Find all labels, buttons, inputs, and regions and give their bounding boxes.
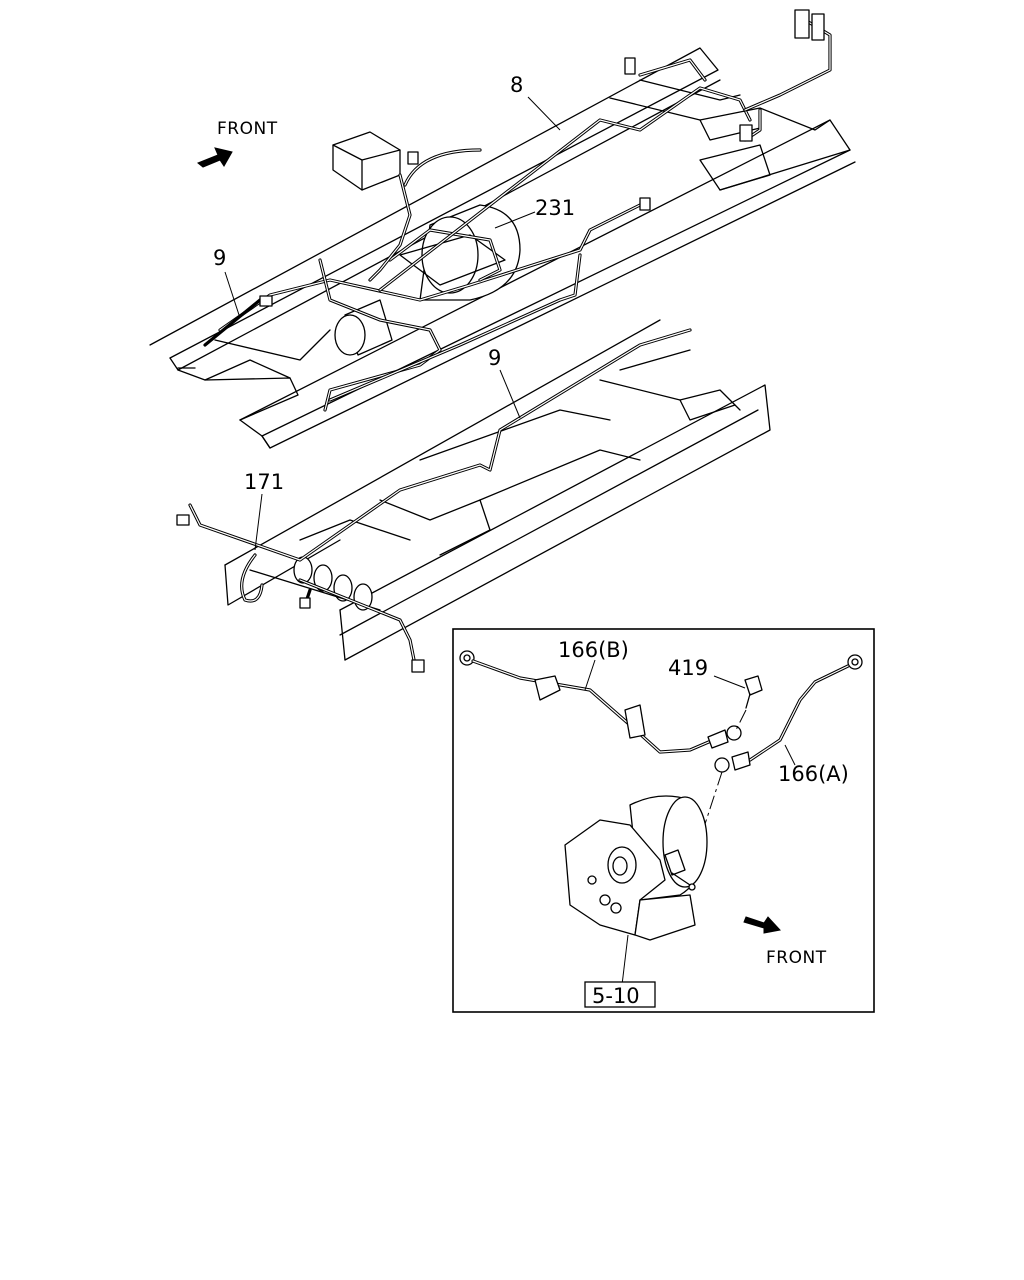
starter-cylinder	[334, 299, 393, 356]
callout-9-upper: 9	[213, 246, 226, 270]
callout-171: 171	[244, 470, 284, 494]
front-label-top: FRONT	[217, 119, 278, 139]
callout-419: 419	[668, 656, 708, 680]
fuel-tank	[399, 204, 521, 301]
callout-231: 231	[535, 196, 575, 220]
reference-5-10-label: 5-10	[592, 984, 640, 1008]
callout-8: 8	[510, 73, 523, 97]
starter-motor-unit	[564, 795, 708, 941]
front-arrow-inset: FRONT	[743, 916, 827, 968]
cable-166b	[459, 650, 742, 754]
cable-166a	[714, 654, 863, 773]
callout-166b: 166(B)	[558, 638, 629, 662]
lower-chassis-frame	[224, 319, 771, 661]
callout-166a: 166(A)	[778, 762, 849, 786]
front-arrow-top: FRONT	[197, 119, 278, 168]
callout-9-lower: 9	[488, 346, 501, 370]
reference-5-10: 5-10	[584, 981, 656, 1008]
part-callouts-upper: 8 231 9 9 171	[213, 73, 575, 551]
upper-harness-wires	[203, 9, 832, 412]
battery-box	[332, 131, 401, 191]
lower-harness-wires	[176, 328, 692, 673]
front-label-inset: FRONT	[766, 948, 827, 968]
inset-detail-panel: 166(B) 419 166(A) 5-10 FRONT	[452, 628, 875, 1013]
